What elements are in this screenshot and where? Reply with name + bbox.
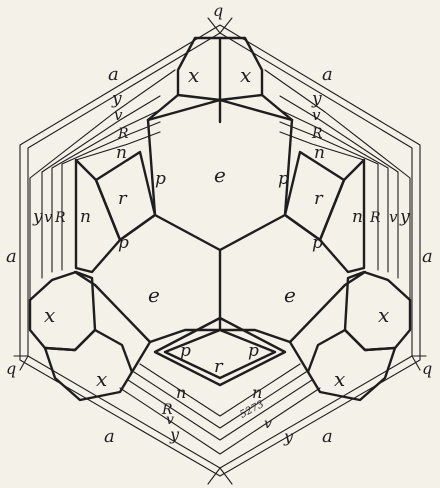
label-p: p [248, 341, 259, 361]
q-corner-marks [13, 17, 427, 485]
label-y: y [311, 89, 322, 109]
label-q-right: q [422, 359, 432, 378]
label-a: a [104, 426, 115, 447]
label-p: p [118, 233, 129, 253]
label-r: r [214, 356, 224, 377]
label-R: R [161, 402, 173, 418]
label-x: x [378, 303, 389, 327]
labels: q q q a a a a a a y v R n y v R n y v R … [6, 1, 433, 447]
zone-lines-bottom [119, 363, 321, 455]
label-q-top: q [213, 1, 223, 20]
label-y: y [399, 207, 410, 227]
label-R: R [311, 126, 323, 142]
label-p: p [278, 169, 289, 189]
label-x: x [334, 367, 345, 391]
label-r: r [314, 188, 324, 209]
label-e: e [284, 283, 296, 307]
face-edges [28, 36, 412, 402]
label-R: R [117, 126, 129, 142]
label-n: n [116, 143, 127, 163]
label-a: a [322, 64, 333, 85]
label-x: x [96, 367, 107, 391]
label-n: n [352, 207, 363, 227]
label-y: y [283, 427, 294, 446]
label-v: v [264, 416, 272, 432]
label-p: p [312, 233, 323, 253]
label-x: x [240, 63, 251, 87]
label-n: n [176, 383, 186, 402]
label-a: a [322, 426, 333, 447]
label-n: n [80, 207, 91, 227]
figure-number: 5273 [238, 399, 266, 421]
label-e: e [148, 283, 160, 307]
label-v: v [166, 412, 174, 428]
label-v: v [312, 106, 321, 124]
label-r: r [118, 188, 128, 209]
label-y: y [32, 207, 43, 227]
label-p: p [180, 341, 191, 361]
label-a: a [6, 246, 17, 267]
label-q-left: q [6, 359, 16, 378]
label-n: n [314, 143, 325, 163]
label-R: R [369, 210, 381, 226]
label-v: v [114, 106, 123, 124]
label-e: e [214, 163, 226, 187]
label-p: p [155, 169, 166, 189]
label-x: x [44, 303, 55, 327]
label-v: v [44, 208, 53, 226]
label-n: n [252, 383, 262, 402]
label-x: x [188, 63, 199, 87]
label-y: y [169, 425, 180, 444]
label-R: R [54, 210, 66, 226]
label-y: y [111, 89, 122, 109]
label-a: a [422, 246, 433, 267]
label-a: a [108, 64, 119, 85]
label-v: v [389, 208, 398, 226]
